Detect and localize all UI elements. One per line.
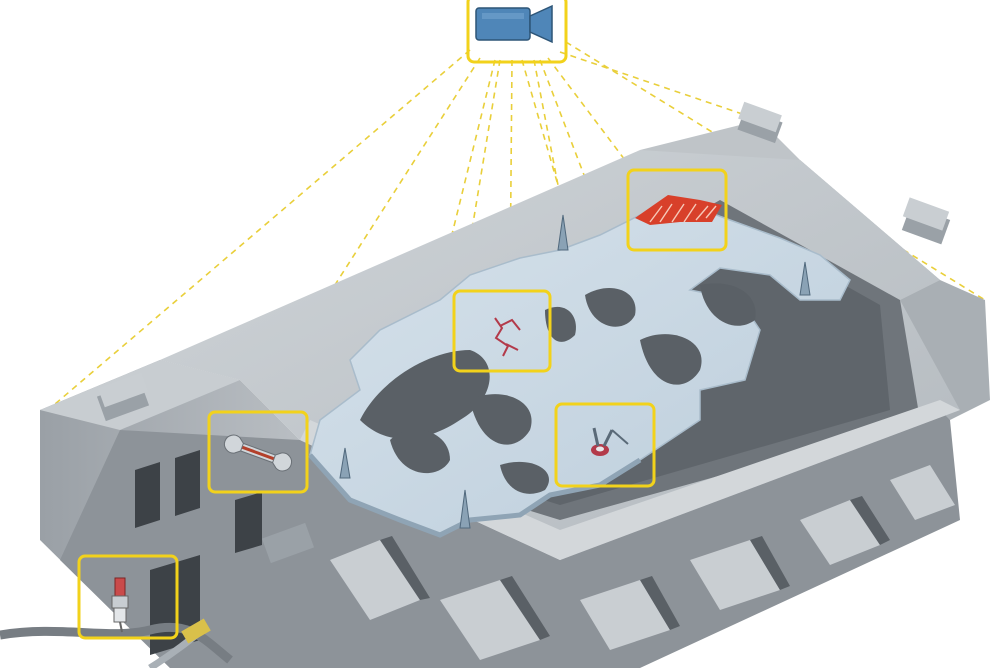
inspection-highlight-boxes bbox=[77, 0, 728, 640]
engine-block-casting bbox=[308, 204, 851, 538]
video-camera-icon bbox=[475, 4, 553, 44]
camera-highlight-box bbox=[466, 0, 568, 64]
tool-highlight-box bbox=[207, 410, 309, 494]
sensor-plug-icon bbox=[111, 577, 129, 633]
sensor-highlight-box bbox=[77, 554, 179, 640]
crack-icon bbox=[494, 317, 521, 357]
surface-damage-marks bbox=[635, 195, 722, 225]
pin-highlight-box bbox=[554, 402, 656, 488]
damage-highlight-box bbox=[626, 168, 728, 252]
locator-pins bbox=[339, 214, 811, 529]
broken-pin-icon bbox=[591, 427, 629, 456]
crack-highlight-box bbox=[452, 289, 552, 373]
wrench-icon bbox=[223, 434, 293, 472]
